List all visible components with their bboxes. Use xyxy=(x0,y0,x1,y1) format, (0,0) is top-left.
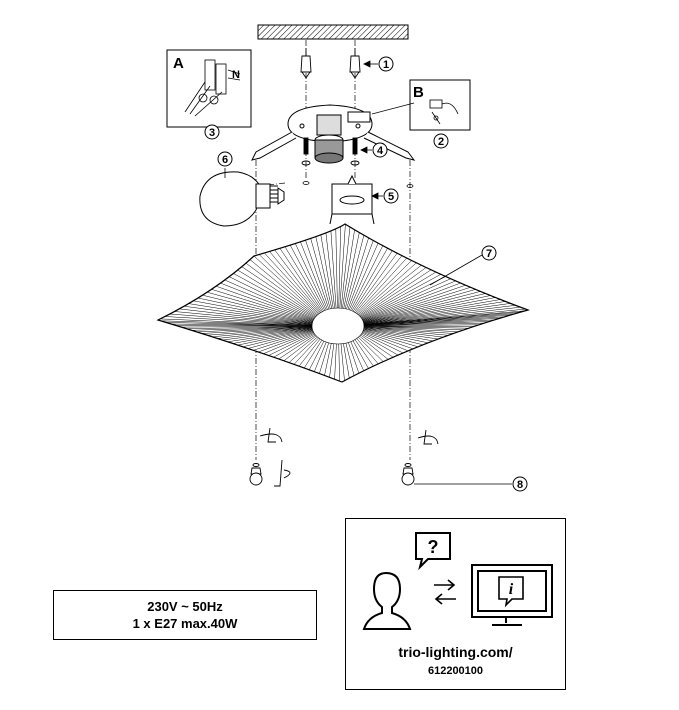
svg-text:6: 6 xyxy=(222,154,228,166)
support-url[interactable]: trio-lighting.com/ xyxy=(398,644,513,660)
monitor-info-icon: i xyxy=(471,564,553,626)
electrical-spec-box: 230V ~ 50Hz 1 x E27 max.40W xyxy=(53,590,317,640)
callout-5: 5 xyxy=(383,188,399,204)
detail-a-label: A xyxy=(173,55,184,72)
ceiling xyxy=(257,24,409,40)
detail-a-wiring: A N xyxy=(166,49,252,128)
svg-text:7: 7 xyxy=(486,248,492,260)
svg-text:8: 8 xyxy=(517,479,523,491)
callout-6: 6 xyxy=(217,151,233,167)
lamp-shade xyxy=(156,223,530,383)
svg-text:1: 1 xyxy=(383,59,389,71)
detail-b-label: B xyxy=(413,84,424,101)
support-pictogram: ? i xyxy=(362,532,553,630)
question-bubble-icon: ? xyxy=(415,532,451,571)
svg-text:i: i xyxy=(509,581,514,598)
product-code: 612200100 xyxy=(427,665,484,677)
callout-4: 4 xyxy=(372,142,388,158)
light-bulb xyxy=(199,171,285,227)
wall-plugs xyxy=(300,48,361,79)
detail-b-earth: B xyxy=(409,79,471,131)
svg-text:N: N xyxy=(232,69,240,81)
callout-1: 1 xyxy=(378,56,394,72)
spec-bulb: 1 x E27 max.40W xyxy=(132,616,238,631)
svg-text:3: 3 xyxy=(209,127,215,139)
person-icon xyxy=(362,571,412,630)
shade-holder-ring xyxy=(329,174,375,225)
washers xyxy=(302,181,414,188)
svg-text:5: 5 xyxy=(388,191,394,203)
svg-text:?: ? xyxy=(428,537,439,557)
svg-text:4: 4 xyxy=(377,145,384,157)
callout-3: 3 xyxy=(204,124,220,140)
fixing-screws xyxy=(301,137,360,166)
svg-text:2: 2 xyxy=(438,136,444,148)
spec-voltage: 230V ~ 50Hz xyxy=(147,599,223,614)
callout-leaders xyxy=(224,60,512,485)
callout-7: 7 xyxy=(481,245,497,261)
exchange-arrows-icon xyxy=(434,579,456,605)
lamp-socket xyxy=(314,134,344,164)
callout-2: 2 xyxy=(433,133,449,149)
finial-nuts xyxy=(249,427,439,487)
mounting-plate xyxy=(251,104,416,161)
support-info-box: ? i trio-lighting.com/ 612200100 xyxy=(345,518,566,690)
callout-8: 8 xyxy=(512,476,528,492)
